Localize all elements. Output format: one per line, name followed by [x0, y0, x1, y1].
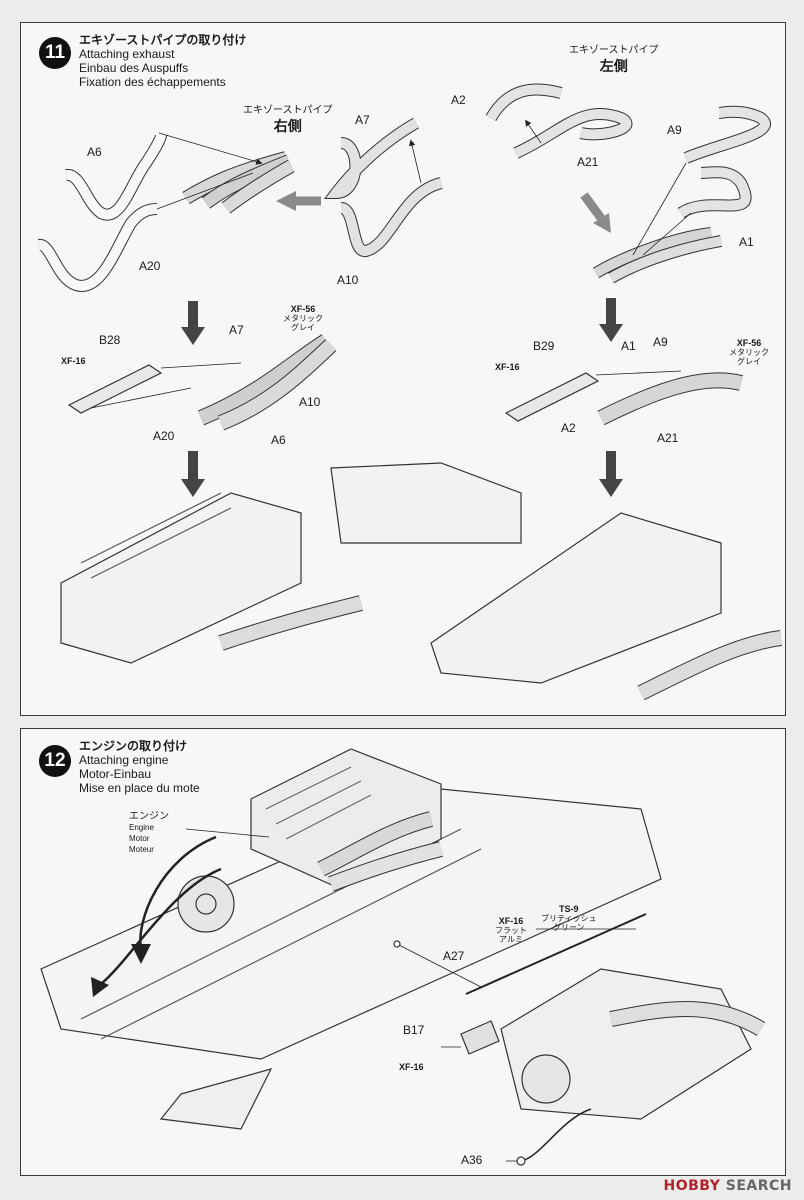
engine-callout: エンジン Engine Motor Moteur	[129, 811, 169, 855]
part-a20-assembly: A20	[153, 429, 175, 443]
part-a1-assembly: A1	[621, 339, 636, 353]
left-side-side: 左側	[599, 58, 628, 74]
part-b28: B28	[99, 333, 121, 347]
paint-name-line1: ブリティッシュ	[541, 914, 597, 923]
right-side-label: エキゾーストパイプ 右側	[243, 101, 333, 136]
right-side-jp: エキゾーストパイプ	[243, 105, 333, 116]
left-side-jp: エキゾーストパイプ	[569, 45, 659, 56]
paint-code: XF-16	[498, 916, 524, 926]
step-11-panel: 11 エキゾーストパイプの取り付け Attaching exhaust Einb…	[20, 22, 786, 716]
step-11-title-de: Einbau des Auspuffs	[79, 61, 189, 75]
step-11-title: エキゾーストパイプの取り付け Attaching exhaust Einbau …	[79, 33, 246, 89]
part-a7-assembly: A7	[229, 323, 244, 337]
paint-callout-xf16-right: XF-16	[61, 357, 86, 366]
paint-callout-xf16-left: XF-16	[495, 363, 520, 372]
engine-callout-jp: エンジン	[129, 811, 169, 822]
part-a27: A27	[443, 949, 465, 963]
paint-code: XF-16	[399, 1062, 424, 1072]
part-a6-assembly: A6	[271, 433, 286, 447]
part-a2-assembly: A2	[561, 421, 576, 435]
paint-code: XF-56	[736, 338, 762, 348]
engine-callout-fr: Moteur	[129, 845, 154, 854]
paint-code: XF-16	[495, 362, 520, 372]
step-12-panel: 12 エンジンの取り付け Attaching engine Motor-Einb…	[20, 728, 786, 1176]
part-a21-assembly: A21	[657, 431, 679, 445]
step-12-title: エンジンの取り付け Attaching engine Motor-Einbau …	[79, 739, 200, 795]
right-side-side: 右側	[273, 118, 302, 134]
paint-name-line2: アルミ	[499, 935, 523, 944]
step-number-12: 12	[39, 745, 71, 777]
watermark-suffix: SEARCH	[725, 1178, 792, 1194]
watermark: HOBBY SEARCH	[664, 1178, 792, 1194]
step-12-illustration	[40, 748, 766, 1166]
part-a2: A2	[451, 93, 466, 107]
part-a10: A10	[337, 273, 359, 287]
left-side-label: エキゾーストパイプ 左側	[569, 41, 659, 76]
paint-name-line2: グレイ	[737, 357, 761, 366]
step-12-title-en: Attaching engine	[79, 753, 169, 767]
paint-callout-xf16-flat-aluminum: XF-16 フラット アルミ	[495, 916, 527, 945]
part-a10-assembly: A10	[299, 395, 321, 409]
step-11-title-jp: エキゾーストパイプの取り付け	[79, 33, 247, 47]
part-a21: A21	[577, 155, 599, 169]
part-a9-assembly: A9	[653, 335, 668, 349]
paint-name-line2: グリーン	[552, 923, 585, 932]
paint-callout-xf56-left: XF-56 メタリック グレイ	[729, 338, 769, 367]
watermark-brand: HOBBY	[663, 1178, 721, 1194]
paint-name-line1: メタリック	[729, 348, 769, 357]
paint-name-line1: メタリック	[283, 314, 323, 323]
part-a7: A7	[355, 113, 370, 127]
paint-callout-xf56-right: XF-56 メタリック グレイ	[283, 304, 323, 333]
step-11-illustration	[38, 83, 783, 701]
part-a20: A20	[139, 259, 161, 273]
paint-code: TS-9	[559, 904, 579, 914]
engine-callout-en: Engine	[129, 823, 154, 832]
part-a9: A9	[667, 123, 682, 137]
part-a1: A1	[739, 235, 754, 249]
part-b29: B29	[533, 339, 555, 353]
engine-callout-de: Motor	[129, 834, 150, 843]
step-12-title-jp: エンジンの取り付け	[79, 739, 188, 753]
step-12-title-de: Motor-Einbau	[79, 767, 152, 781]
part-a36: A36	[461, 1153, 483, 1167]
paint-code: XF-16	[61, 356, 86, 366]
paint-name-line1: フラット	[495, 926, 527, 935]
step-11-title-fr: Fixation des échappements	[79, 75, 226, 89]
part-b17: B17	[403, 1023, 425, 1037]
step-12-title-fr: Mise en place du mote	[79, 781, 200, 795]
paint-callout-ts9: TS-9 ブリティッシュ グリーン	[541, 904, 597, 933]
step-number-11: 11	[39, 37, 71, 69]
paint-code: XF-56	[290, 304, 316, 314]
paint-name-line2: グレイ	[291, 323, 315, 332]
step-11-title-en: Attaching exhaust	[79, 47, 175, 61]
part-a6: A6	[87, 145, 102, 159]
paint-callout-xf16-b17: XF-16	[399, 1063, 424, 1072]
